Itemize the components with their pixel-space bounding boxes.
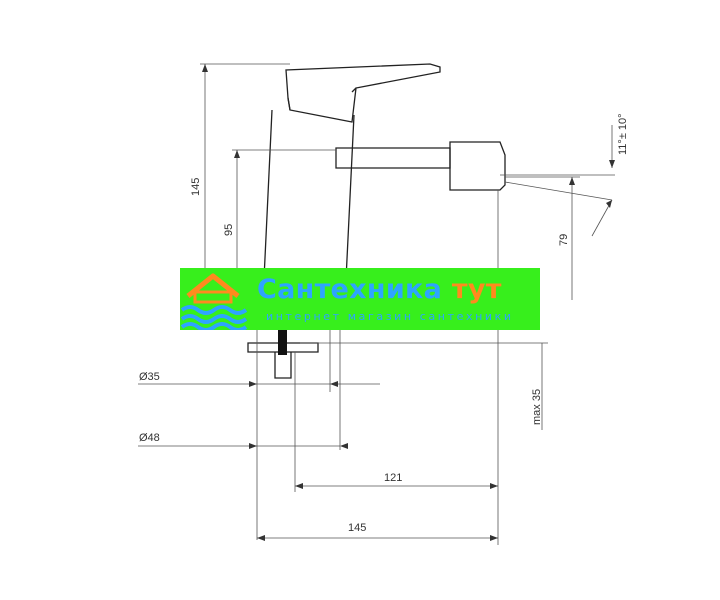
dim-base-diameter: Ø48 (139, 432, 160, 444)
house-wave-logo-icon (180, 273, 248, 330)
lever-handle-joint (287, 87, 357, 111)
brand-name: Сантехника тут (257, 274, 502, 305)
dim-spout-reach: 121 (384, 472, 402, 484)
watermark-banner: Сантехника тут интернет магазин сантехни… (180, 268, 540, 330)
mounting-stud (274, 352, 292, 379)
dim-shank-diameter: Ø35 (139, 371, 160, 383)
brand-word-1: Сантехника (257, 274, 443, 305)
dimension-lines (138, 63, 615, 545)
lever-handle (285, 63, 441, 123)
spout (335, 147, 451, 169)
dim-overall-height: 145 (190, 178, 202, 196)
dim-angle: 11°± 10° (617, 113, 629, 155)
dim-overall-length: 145 (348, 522, 366, 534)
mounting-rod (278, 305, 287, 355)
dim-outlet-height: 79 (558, 234, 570, 246)
dimension-arrows (202, 64, 615, 541)
spout-nozzle (449, 141, 506, 191)
dim-spout-height: 95 (223, 224, 235, 236)
brand-tagline: интернет магазин сантехники (266, 310, 514, 323)
mounting-plate (247, 342, 319, 353)
dim-max-thickness: max 35 (531, 389, 543, 425)
brand-word-2: тут (451, 274, 502, 305)
